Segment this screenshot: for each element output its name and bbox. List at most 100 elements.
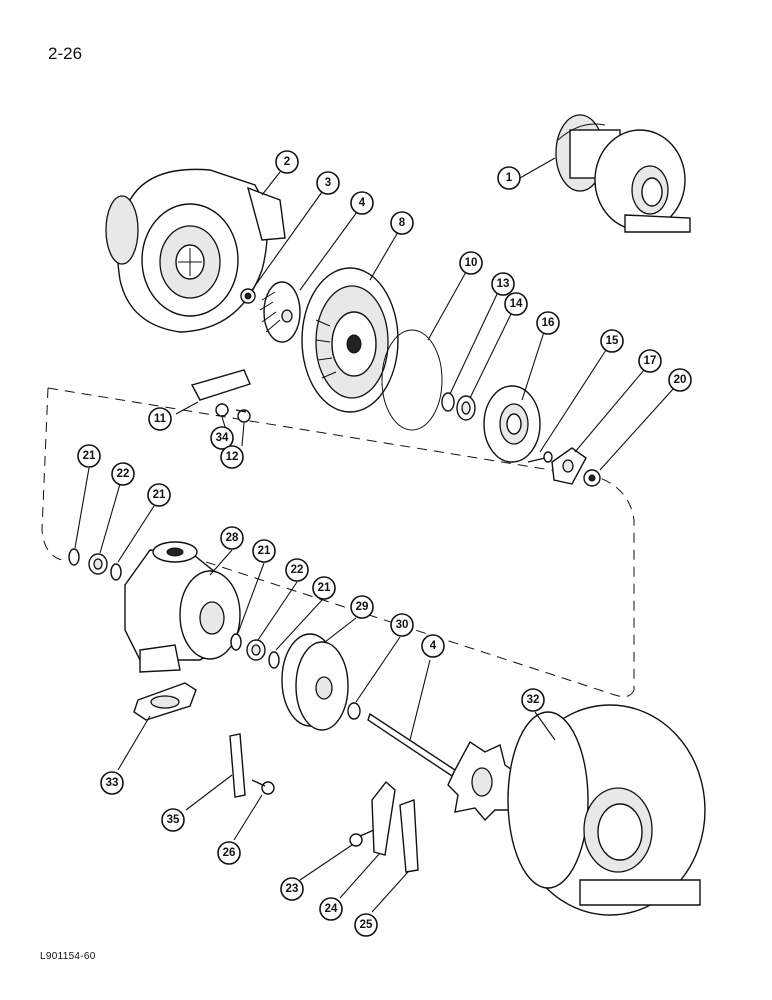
svg-text:32: 32 xyxy=(527,694,540,706)
svg-text:29: 29 xyxy=(356,601,369,613)
svg-text:33: 33 xyxy=(106,777,119,789)
callout-21: 21 xyxy=(77,444,101,468)
callout-25: 25 xyxy=(354,913,378,937)
callout-33: 33 xyxy=(100,771,124,795)
lock-washer xyxy=(215,403,229,417)
bolt xyxy=(251,779,275,795)
thrust-bearing-plate xyxy=(483,385,541,463)
svg-text:21: 21 xyxy=(258,545,271,557)
svg-text:21: 21 xyxy=(318,582,331,594)
heat-shield xyxy=(281,633,349,731)
retaining-ring xyxy=(68,548,80,566)
svg-text:4: 4 xyxy=(359,197,366,209)
retaining-ring xyxy=(268,651,280,669)
callout-20: 20 xyxy=(668,368,692,392)
callout-23: 23 xyxy=(280,877,304,901)
callout-26: 26 xyxy=(217,841,241,865)
callout-28: 28 xyxy=(220,526,244,550)
lock-plate xyxy=(190,369,251,401)
callout-34: 34 xyxy=(210,426,234,450)
screw xyxy=(527,451,553,463)
bolt xyxy=(235,409,251,423)
callout-4: 4 xyxy=(350,191,374,215)
callout-3: 3 xyxy=(316,171,340,195)
svg-text:26: 26 xyxy=(223,847,236,859)
compressor-wheel xyxy=(259,281,301,343)
callout-11: 11 xyxy=(148,407,172,431)
svg-text:1: 1 xyxy=(506,172,513,184)
callout-22: 22 xyxy=(111,462,135,486)
callout-4: 4 xyxy=(421,634,445,658)
piston-ring xyxy=(347,702,361,720)
center-housing xyxy=(124,541,241,673)
callout-10: 10 xyxy=(459,251,483,275)
spacer xyxy=(583,469,601,487)
seal-ring xyxy=(441,392,455,412)
svg-text:4: 4 xyxy=(430,640,437,652)
callout-14: 14 xyxy=(504,292,528,316)
callout-24: 24 xyxy=(319,897,343,921)
bolt xyxy=(349,829,375,847)
callout-29: 29 xyxy=(350,595,374,619)
svg-text:15: 15 xyxy=(606,335,619,347)
svg-text:21: 21 xyxy=(153,489,166,501)
gasket xyxy=(133,682,197,721)
svg-text:10: 10 xyxy=(465,257,478,269)
svg-text:25: 25 xyxy=(360,919,373,931)
svg-text:11: 11 xyxy=(154,413,167,425)
svg-text:12: 12 xyxy=(226,451,239,463)
compressor-housing xyxy=(105,168,286,333)
callout-30: 30 xyxy=(390,613,414,637)
nut xyxy=(240,288,256,304)
callout-12: 12 xyxy=(220,445,244,469)
drawing-code: L901154-60 xyxy=(40,951,96,962)
callout-35: 35 xyxy=(161,808,185,832)
leader-lines xyxy=(74,157,675,913)
svg-text:8: 8 xyxy=(399,217,406,229)
page-number: 2-26 xyxy=(48,44,83,63)
clamp-plate xyxy=(371,780,396,856)
svg-text:22: 22 xyxy=(291,564,304,576)
journal-bearing xyxy=(88,553,108,575)
svg-text:17: 17 xyxy=(644,355,657,367)
lock-plate xyxy=(399,799,419,873)
svg-text:28: 28 xyxy=(226,532,239,544)
callout-15: 15 xyxy=(600,329,624,353)
backplate xyxy=(301,267,399,413)
svg-text:34: 34 xyxy=(216,432,229,444)
svg-text:2: 2 xyxy=(284,156,290,168)
svg-text:23: 23 xyxy=(286,883,299,895)
svg-text:13: 13 xyxy=(497,278,510,290)
callout-32: 32 xyxy=(521,688,545,712)
callout-8: 8 xyxy=(390,211,414,235)
turbine-wheel-shaft xyxy=(367,712,516,822)
svg-text:30: 30 xyxy=(396,619,409,631)
svg-text:20: 20 xyxy=(674,374,687,386)
callout-16: 16 xyxy=(536,311,560,335)
svg-text:35: 35 xyxy=(167,814,180,826)
thrust-bearing xyxy=(551,447,587,485)
callout-17: 17 xyxy=(638,349,662,373)
callout-2: 2 xyxy=(275,150,299,174)
subassembly-dashed-outline xyxy=(41,387,635,698)
callout-1: 1 xyxy=(497,166,521,190)
svg-text:21: 21 xyxy=(83,450,96,462)
o-ring xyxy=(381,329,443,431)
turbocharger-assembly xyxy=(555,114,691,233)
journal-bearing xyxy=(246,639,266,661)
svg-text:22: 22 xyxy=(117,468,130,480)
callout-21: 21 xyxy=(252,539,276,563)
thrust-collar xyxy=(456,395,476,421)
svg-text:24: 24 xyxy=(325,903,338,915)
callout-21: 21 xyxy=(312,576,336,600)
retaining-ring xyxy=(230,633,242,651)
callout-21: 21 xyxy=(147,483,171,507)
svg-text:14: 14 xyxy=(510,298,523,310)
svg-text:3: 3 xyxy=(325,177,331,189)
callout-13: 13 xyxy=(491,272,515,296)
retaining-ring xyxy=(110,563,122,581)
svg-text:16: 16 xyxy=(542,317,555,329)
turbine-housing xyxy=(507,704,706,916)
lock-plate xyxy=(229,733,246,798)
